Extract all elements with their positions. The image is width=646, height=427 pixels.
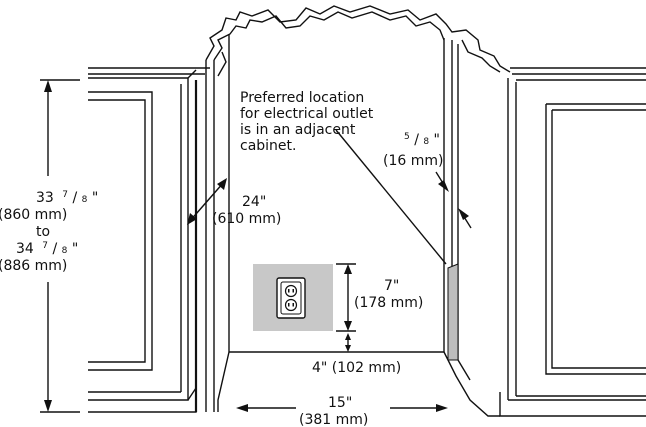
side-panel-shading bbox=[447, 263, 459, 361]
width-inches: 15" bbox=[328, 395, 352, 411]
outlet-floor-label: 4" (102 mm) bbox=[312, 360, 401, 376]
right-cabinet bbox=[499, 67, 646, 417]
clearance-label: 5 / 8 " (16 mm) bbox=[383, 127, 443, 169]
outlet-height-mm: (178 mm) bbox=[354, 295, 423, 311]
height-max-mm: (860 mm) bbox=[0, 207, 67, 223]
height-min-frac-slash: / bbox=[52, 241, 57, 257]
height-min-inch: " bbox=[72, 241, 78, 257]
svg-text:34 7 / 8: 34 7 / 8 " bbox=[16, 236, 78, 257]
outlet-height-inches: 7" bbox=[384, 278, 399, 294]
note-line-2: for electrical outlet bbox=[240, 106, 374, 122]
height-label: 33 7 / 8 " (860 mm) to 34 7 / 8 " (886 m… bbox=[0, 185, 98, 274]
electrical-outlet-area bbox=[253, 264, 333, 331]
svg-text:5 / 8 ": 5 / 8 " bbox=[404, 127, 440, 148]
note-line-4: cabinet. bbox=[240, 138, 296, 154]
callout-note: Preferred location for electrical outlet… bbox=[240, 90, 374, 154]
dimension-lines bbox=[40, 79, 472, 413]
clearance-frac-den: 8 bbox=[423, 137, 429, 147]
height-max-frac-num: 7 bbox=[62, 190, 68, 200]
clearance-inch: " bbox=[434, 132, 440, 148]
height-max-frac-slash: / bbox=[72, 190, 77, 206]
height-min-frac-den: 8 bbox=[62, 246, 68, 256]
height-min-frac-num: 7 bbox=[42, 241, 48, 251]
height-to: to bbox=[36, 224, 50, 240]
note-line-3: is in an adjacent bbox=[240, 122, 356, 138]
height-min-whole: 34 bbox=[16, 241, 34, 257]
height-max-frac-den: 8 bbox=[82, 195, 88, 205]
note-line-1: Preferred location bbox=[240, 90, 364, 106]
width-mm: (381 mm) bbox=[299, 412, 368, 427]
height-max-whole: 33 bbox=[36, 190, 54, 206]
outlet-faceplate bbox=[276, 277, 306, 319]
outlet-receptacle-icon bbox=[284, 284, 298, 312]
clearance-mm: (16 mm) bbox=[383, 153, 443, 169]
depth-label: 24" (610 mm) bbox=[212, 194, 281, 227]
depth-inches: 24" bbox=[242, 194, 266, 210]
svg-text:33 7 / 8: 33 7 / 8 " bbox=[36, 185, 98, 206]
clearance-frac-num: 5 bbox=[404, 132, 410, 142]
height-min-mm: (886 mm) bbox=[0, 258, 67, 274]
width-label: 15" (381 mm) bbox=[299, 395, 368, 427]
depth-mm: (610 mm) bbox=[212, 211, 281, 227]
height-max-inch: " bbox=[92, 190, 98, 206]
clearance-frac-slash: / bbox=[414, 132, 419, 148]
cabinet-opening bbox=[205, 5, 511, 417]
left-cabinet bbox=[88, 67, 210, 413]
outlet-height-label: 7" (178 mm) bbox=[354, 278, 423, 311]
